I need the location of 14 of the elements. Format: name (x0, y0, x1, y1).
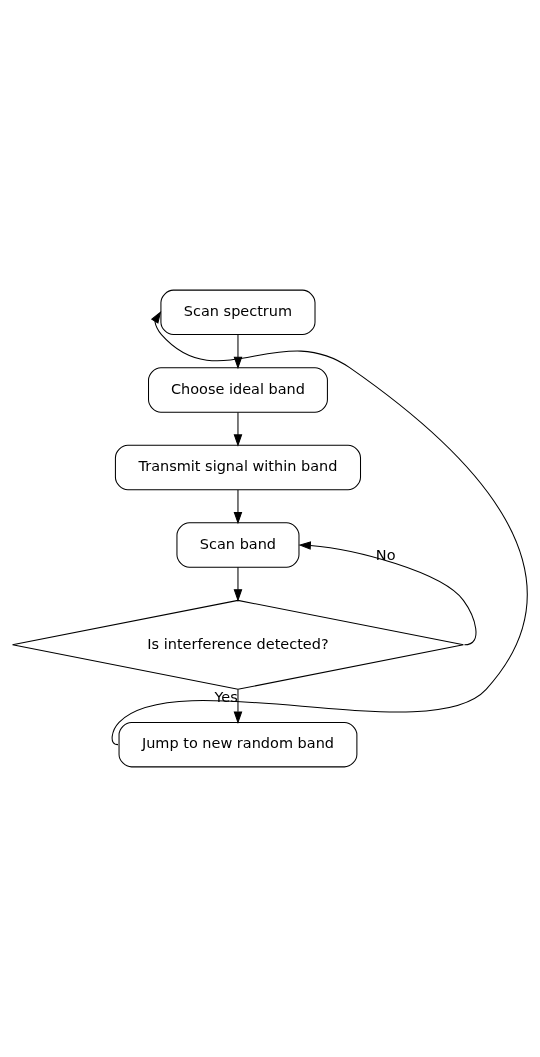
arrow (298, 541, 477, 646)
arrow (233, 689, 243, 724)
node-diamond: Is interference detected? (12, 599, 464, 690)
node-box: Transmit signal within band (114, 444, 362, 491)
node-box: Choose ideal band (148, 367, 328, 413)
node-box: Scan spectrum (160, 289, 316, 336)
arrow (111, 311, 528, 746)
node-box: Jump to new random band (118, 721, 358, 768)
arrow (233, 411, 243, 447)
edge-label: Yes (214, 688, 238, 705)
arrow (233, 489, 243, 525)
arrow (233, 566, 243, 602)
edge-label: No (375, 546, 396, 563)
node-box: Scan band (176, 522, 300, 568)
